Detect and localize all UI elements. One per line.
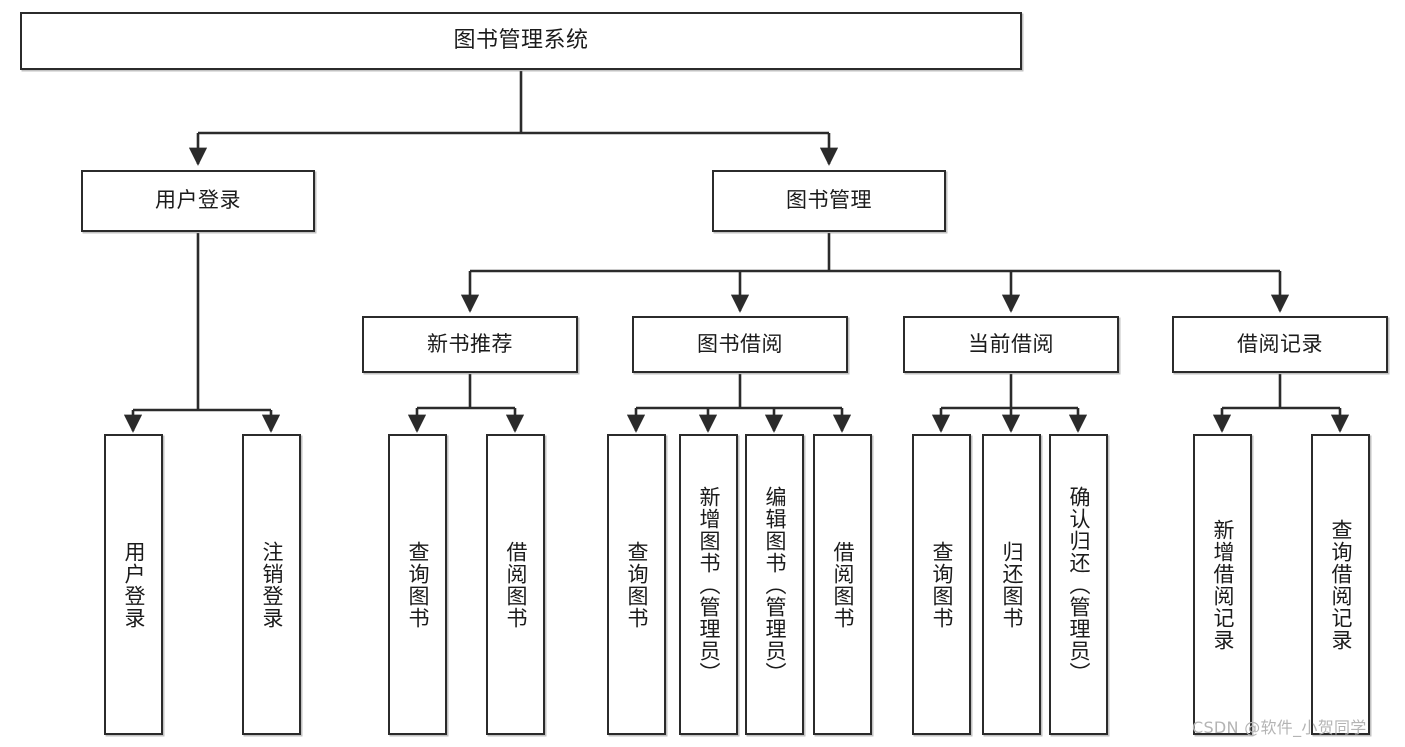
leaf-record-query-record[interactable]: 查询借阅记录 — [1311, 434, 1370, 735]
leaf-current-return-book[interactable]: 归还图书 — [982, 434, 1041, 735]
node-label: 查询图书 — [624, 540, 649, 629]
leaf-borrow-edit-book-admin[interactable]: 编辑图书（管理员） — [745, 434, 804, 735]
node-label: 借阅图书 — [830, 540, 855, 629]
node-label: 借阅记录 — [1237, 331, 1323, 356]
node-label: 注销登录 — [259, 540, 284, 629]
node-borrow-record[interactable]: 借阅记录 — [1172, 316, 1388, 373]
node-book-management[interactable]: 图书管理 — [712, 170, 946, 232]
node-root-book-management-system[interactable]: 图书管理系统 — [20, 12, 1022, 70]
leaf-user-login-login[interactable]: 用户登录 — [104, 434, 163, 735]
leaf-current-query-book[interactable]: 查询图书 — [912, 434, 971, 735]
leaf-user-login-logout[interactable]: 注销登录 — [242, 434, 301, 735]
node-label: 编辑图书（管理员） — [762, 485, 787, 684]
node-label: 新增借阅记录 — [1210, 518, 1235, 651]
node-label: 查询借阅记录 — [1328, 518, 1353, 651]
node-label: 查询图书 — [929, 540, 954, 629]
csdn-watermark: CSDN @软件_小贺同学 — [1192, 718, 1367, 737]
node-label: 当前借阅 — [968, 331, 1054, 356]
leaf-record-add-record[interactable]: 新增借阅记录 — [1193, 434, 1252, 735]
node-label: 图书管理系统 — [453, 27, 589, 53]
leaf-borrow-query-book[interactable]: 查询图书 — [607, 434, 666, 735]
leaf-recommend-borrow-book[interactable]: 借阅图书 — [486, 434, 545, 735]
node-label: 新增图书（管理员） — [696, 485, 721, 684]
node-new-book-recommend[interactable]: 新书推荐 — [362, 316, 578, 373]
node-label: 新书推荐 — [427, 331, 513, 356]
leaf-recommend-query-book[interactable]: 查询图书 — [388, 434, 447, 735]
leaf-borrow-borrow-book[interactable]: 借阅图书 — [813, 434, 872, 735]
node-label: 借阅图书 — [503, 540, 528, 629]
node-book-borrow[interactable]: 图书借阅 — [632, 316, 848, 373]
node-current-borrow[interactable]: 当前借阅 — [903, 316, 1119, 373]
node-user-login[interactable]: 用户登录 — [81, 170, 315, 232]
leaf-current-confirm-return-admin[interactable]: 确认归还（管理员） — [1049, 434, 1108, 735]
node-label: 查询图书 — [405, 540, 430, 629]
node-label: 归还图书 — [999, 540, 1024, 629]
leaf-borrow-add-book-admin[interactable]: 新增图书（管理员） — [679, 434, 738, 735]
node-label: 图书管理 — [786, 188, 872, 213]
node-label: 确认归还（管理员） — [1066, 485, 1091, 684]
node-label: 图书借阅 — [697, 331, 783, 356]
node-label: 用户登录 — [121, 540, 146, 629]
node-label: 用户登录 — [155, 188, 241, 213]
